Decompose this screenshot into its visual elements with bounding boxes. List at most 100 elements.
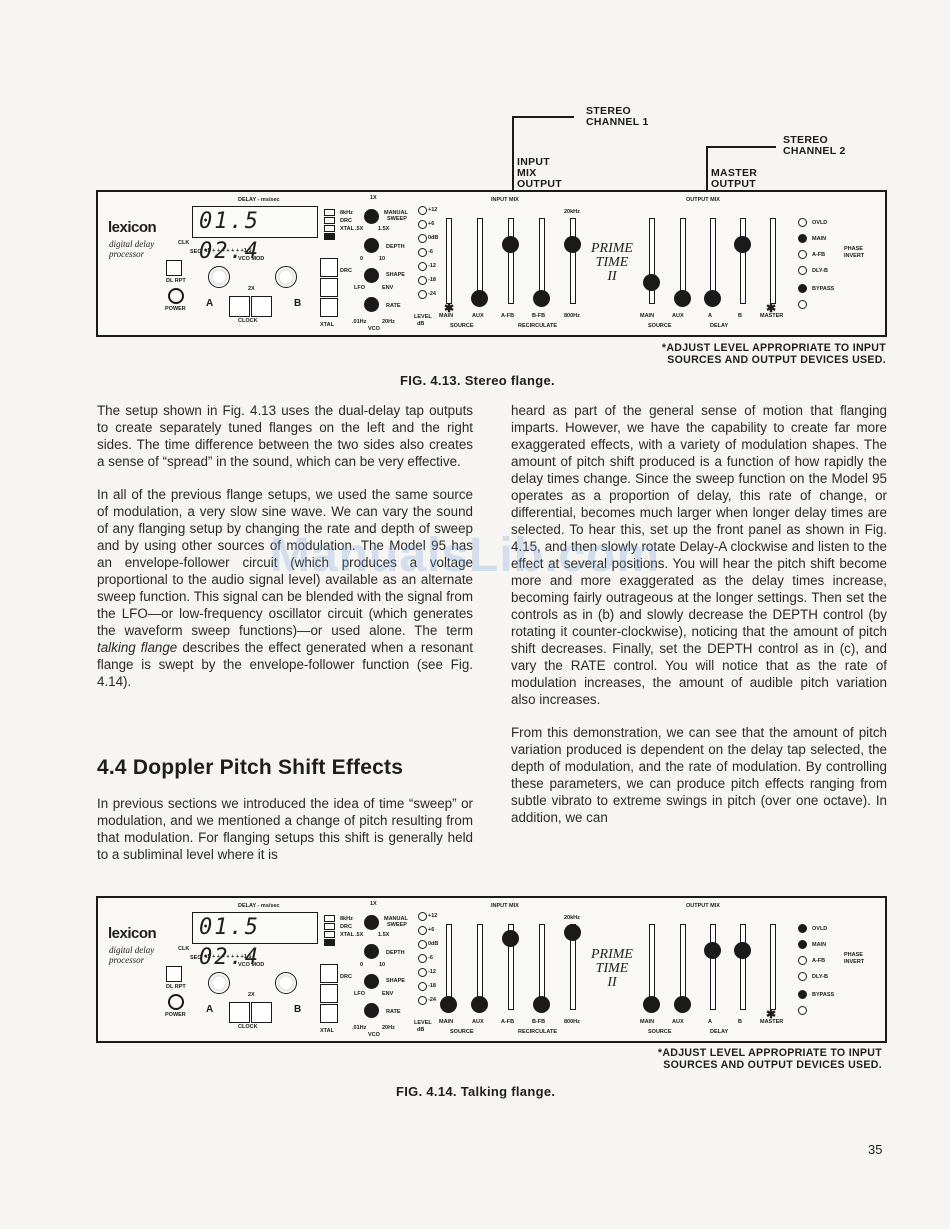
output-source-label: SOURCE [648, 323, 672, 329]
delay-b-knob[interactable] [275, 266, 297, 288]
drc-button[interactable] [320, 964, 338, 983]
manual-sweep-knob[interactable] [364, 915, 379, 930]
sec-scale: .5 + + + + + + +1.5 [206, 954, 252, 960]
main-fader-knob[interactable] [440, 996, 457, 1013]
output-a-fader-knob[interactable] [704, 290, 721, 307]
rate-label: RATE [386, 303, 401, 309]
a-label: A [206, 1004, 214, 1015]
delay-a-knob[interactable] [208, 266, 230, 288]
a-fb-invert-button[interactable] [798, 250, 807, 259]
watermark: ManualsLib.com [270, 529, 661, 582]
depth-knob[interactable] [364, 238, 379, 253]
delay-label: DELAY - ms/sec [238, 197, 280, 203]
level-label: LEVEL [414, 1020, 432, 1026]
input-fader-main-label: MAIN [439, 1019, 454, 1025]
lfo-label: LFO [354, 285, 365, 291]
hz01-label: .01Hz [352, 1025, 367, 1031]
indicator [324, 939, 335, 946]
delay-b-knob[interactable] [275, 972, 297, 994]
clock-x-button[interactable] [229, 1002, 250, 1023]
vco-mod-label: VCO MOD [238, 962, 265, 968]
ovld-label: OVLD [812, 926, 828, 932]
aux-fader-knob[interactable] [471, 290, 488, 307]
input-fader-800hz-label: 800Hz [564, 1019, 580, 1025]
rate-knob[interactable] [364, 1003, 379, 1018]
source-label: SOURCE [450, 1029, 474, 1035]
bypass-led [798, 300, 807, 309]
mode-button[interactable] [320, 984, 338, 1003]
level-led [418, 206, 427, 215]
fader-slot [570, 218, 576, 304]
drc-label: DRC [340, 924, 352, 930]
output-fader-b-label: B [738, 1019, 742, 1025]
800hz-fader-knob[interactable] [564, 924, 581, 941]
level-led [418, 996, 427, 1005]
dly-b-invert-button[interactable] [798, 972, 807, 981]
shape-label: SHAPE [386, 272, 405, 278]
bypass-button[interactable] [798, 284, 807, 293]
depth-knob[interactable] [364, 944, 379, 959]
delay-label: DELAY - ms/sec [238, 903, 280, 909]
output-a-fader-knob[interactable] [704, 942, 721, 959]
repeat-button[interactable] [166, 966, 182, 982]
dly-b-invert-button[interactable] [798, 266, 807, 275]
b-fb-fader-knob[interactable] [533, 996, 550, 1013]
output-mix-label: OUTPUT MIX [686, 197, 720, 203]
output-main-fader-knob[interactable] [643, 274, 660, 291]
output-main-fader-knob[interactable] [643, 996, 660, 1013]
clk-label: CLK [178, 240, 190, 246]
input-fader-a-fb-label: A-FB [501, 1019, 515, 1025]
rate-knob[interactable] [364, 297, 379, 312]
level-led [418, 234, 427, 243]
main-invert-button[interactable] [798, 234, 807, 243]
indicator [324, 233, 335, 240]
manual-sweep-knob[interactable] [364, 209, 379, 224]
main-invert-button[interactable] [798, 940, 807, 949]
drc-button[interactable] [320, 258, 338, 277]
output-b-fader-knob[interactable] [734, 236, 751, 253]
b-fb-fader-knob[interactable] [533, 290, 550, 307]
env-label: ENV [382, 285, 394, 291]
shape-knob[interactable] [364, 974, 379, 989]
2x-label: 2X [248, 992, 255, 998]
xtal-button[interactable] [320, 1004, 338, 1023]
level-led [418, 276, 427, 285]
aux-fader-knob[interactable] [471, 996, 488, 1013]
input-fader-a-fb-label: A-FB [501, 313, 515, 319]
a-fb-invert-button[interactable] [798, 956, 807, 965]
output-b-fader-knob[interactable] [734, 942, 751, 959]
xtal-button[interactable] [320, 298, 338, 317]
power-button[interactable] [168, 994, 184, 1010]
shape-knob[interactable] [364, 268, 379, 283]
source-label: SOURCE [450, 323, 474, 329]
output-fader-aux-label: AUX [672, 1019, 684, 1025]
depth-label: DEPTH [386, 244, 405, 250]
clock-x-button[interactable] [229, 296, 250, 317]
output-aux-fader-knob[interactable] [674, 290, 691, 307]
master-fader-star: ✱ [766, 1007, 777, 1021]
repeat-button[interactable] [166, 260, 182, 276]
paragraph: heard as part of the general sense of mo… [511, 403, 887, 707]
recirculate-label: RECIRCULATE [518, 1029, 558, 1035]
power-button[interactable] [168, 288, 184, 304]
output-source-label: SOURCE [648, 1029, 672, 1035]
dly-b-invert-label: DLY-B [812, 974, 828, 980]
db-scale-label: -12 [428, 263, 436, 269]
clock-2x-button[interactable] [251, 1002, 272, 1023]
bypass-label: BYPASS [812, 992, 835, 998]
mode-button[interactable] [320, 278, 338, 297]
clock-2x-button[interactable] [251, 296, 272, 317]
a-fb-fader-knob[interactable] [502, 930, 519, 947]
indicator [324, 225, 335, 232]
db-scale-label: 0dB [428, 235, 439, 241]
output-aux-fader-knob[interactable] [674, 996, 691, 1013]
800hz-fader-knob[interactable] [564, 236, 581, 253]
delay-a-knob[interactable] [208, 972, 230, 994]
a-fb-fader-knob[interactable] [502, 236, 519, 253]
bypass-button[interactable] [798, 990, 807, 999]
output-fader-a-label: A [708, 1019, 712, 1025]
